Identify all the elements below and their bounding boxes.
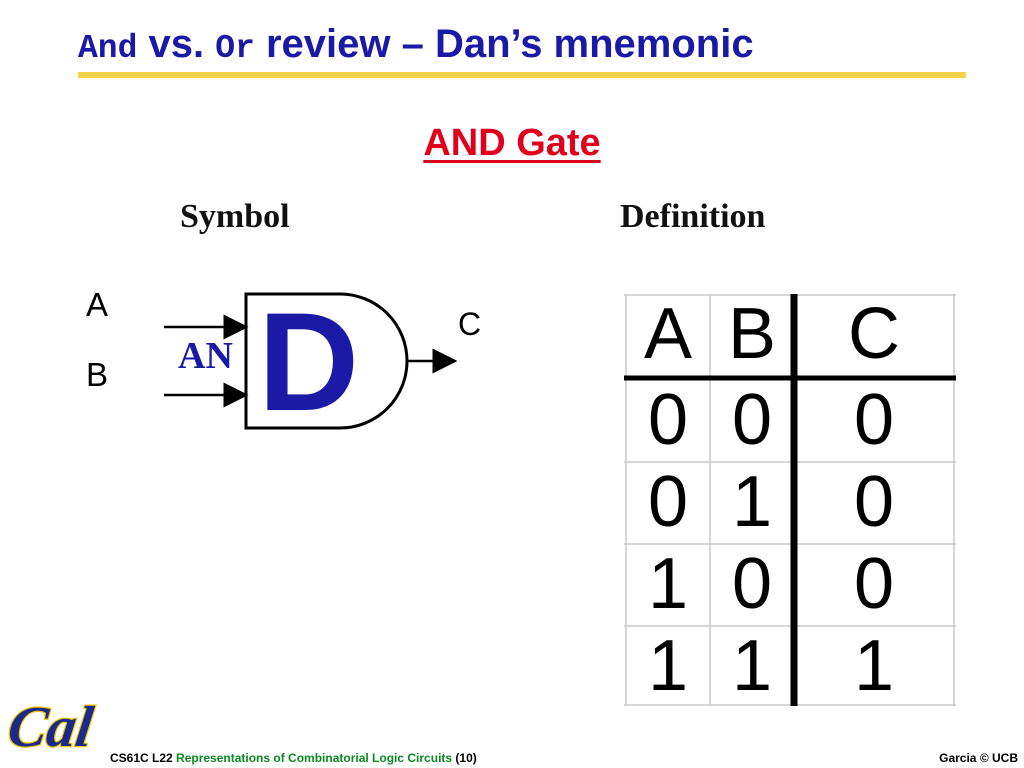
symbol-label: Symbol bbox=[180, 198, 290, 235]
truth-table-cell: 0 bbox=[853, 380, 895, 460]
gate-heading: AND Gate bbox=[423, 122, 601, 164]
footer-lecture-title: Representations of Combinatorial Logic C… bbox=[176, 751, 453, 765]
mnemonic-an: AN bbox=[178, 335, 233, 377]
truth-table-cell: 0 bbox=[731, 380, 773, 460]
cal-logo: Cal bbox=[6, 693, 99, 760]
truth-table-header-a: A bbox=[643, 294, 693, 374]
input-a-label: A bbox=[86, 286, 109, 323]
truth-table-cell: 1 bbox=[647, 626, 689, 706]
slide-title: And vs. Or review – Dan’s mnemonic bbox=[78, 22, 754, 72]
truth-table-cell: 0 bbox=[647, 380, 689, 460]
truth-table-header-c: C bbox=[848, 294, 900, 374]
truth-table-cell: 1 bbox=[853, 626, 895, 706]
title-or-keyword: Or bbox=[215, 30, 255, 67]
cal-logo-text: Cal bbox=[6, 694, 98, 759]
title-underline-rule bbox=[78, 72, 966, 78]
title-rest: review – Dan’s mnemonic bbox=[254, 22, 754, 66]
input-b-label: B bbox=[86, 356, 109, 393]
definition-label: Definition bbox=[620, 198, 766, 235]
title-and-keyword: And bbox=[78, 30, 138, 67]
truth-table-cell: 1 bbox=[731, 462, 773, 542]
gate-body bbox=[244, 292, 409, 430]
footer-credit: Garcia © UCB bbox=[939, 751, 1018, 765]
and-gate-symbol bbox=[164, 292, 458, 430]
mnemonic-d: D bbox=[258, 283, 360, 440]
truth-table-cell: 0 bbox=[731, 544, 773, 624]
truth-table-cell: 1 bbox=[647, 544, 689, 624]
title-vs: vs. bbox=[137, 22, 216, 66]
footer-course-info: CS61C L22 Representations of Combinatori… bbox=[110, 751, 477, 765]
truth-table-header-b: B bbox=[727, 294, 777, 374]
output-c-label: C bbox=[458, 306, 482, 342]
footer-course: CS61C L22 bbox=[110, 751, 177, 765]
truth-table-cell: 0 bbox=[853, 544, 895, 624]
truth-table-cell: 0 bbox=[853, 462, 895, 542]
footer-page-number: (10) bbox=[452, 751, 477, 765]
truth-table-cell: 0 bbox=[647, 462, 689, 542]
truth-table: A B C 0 0 0 0 1 0 1 0 0 1 1 1 bbox=[624, 294, 956, 706]
truth-table-grid bbox=[624, 294, 956, 706]
truth-table-cell: 1 bbox=[731, 626, 773, 706]
